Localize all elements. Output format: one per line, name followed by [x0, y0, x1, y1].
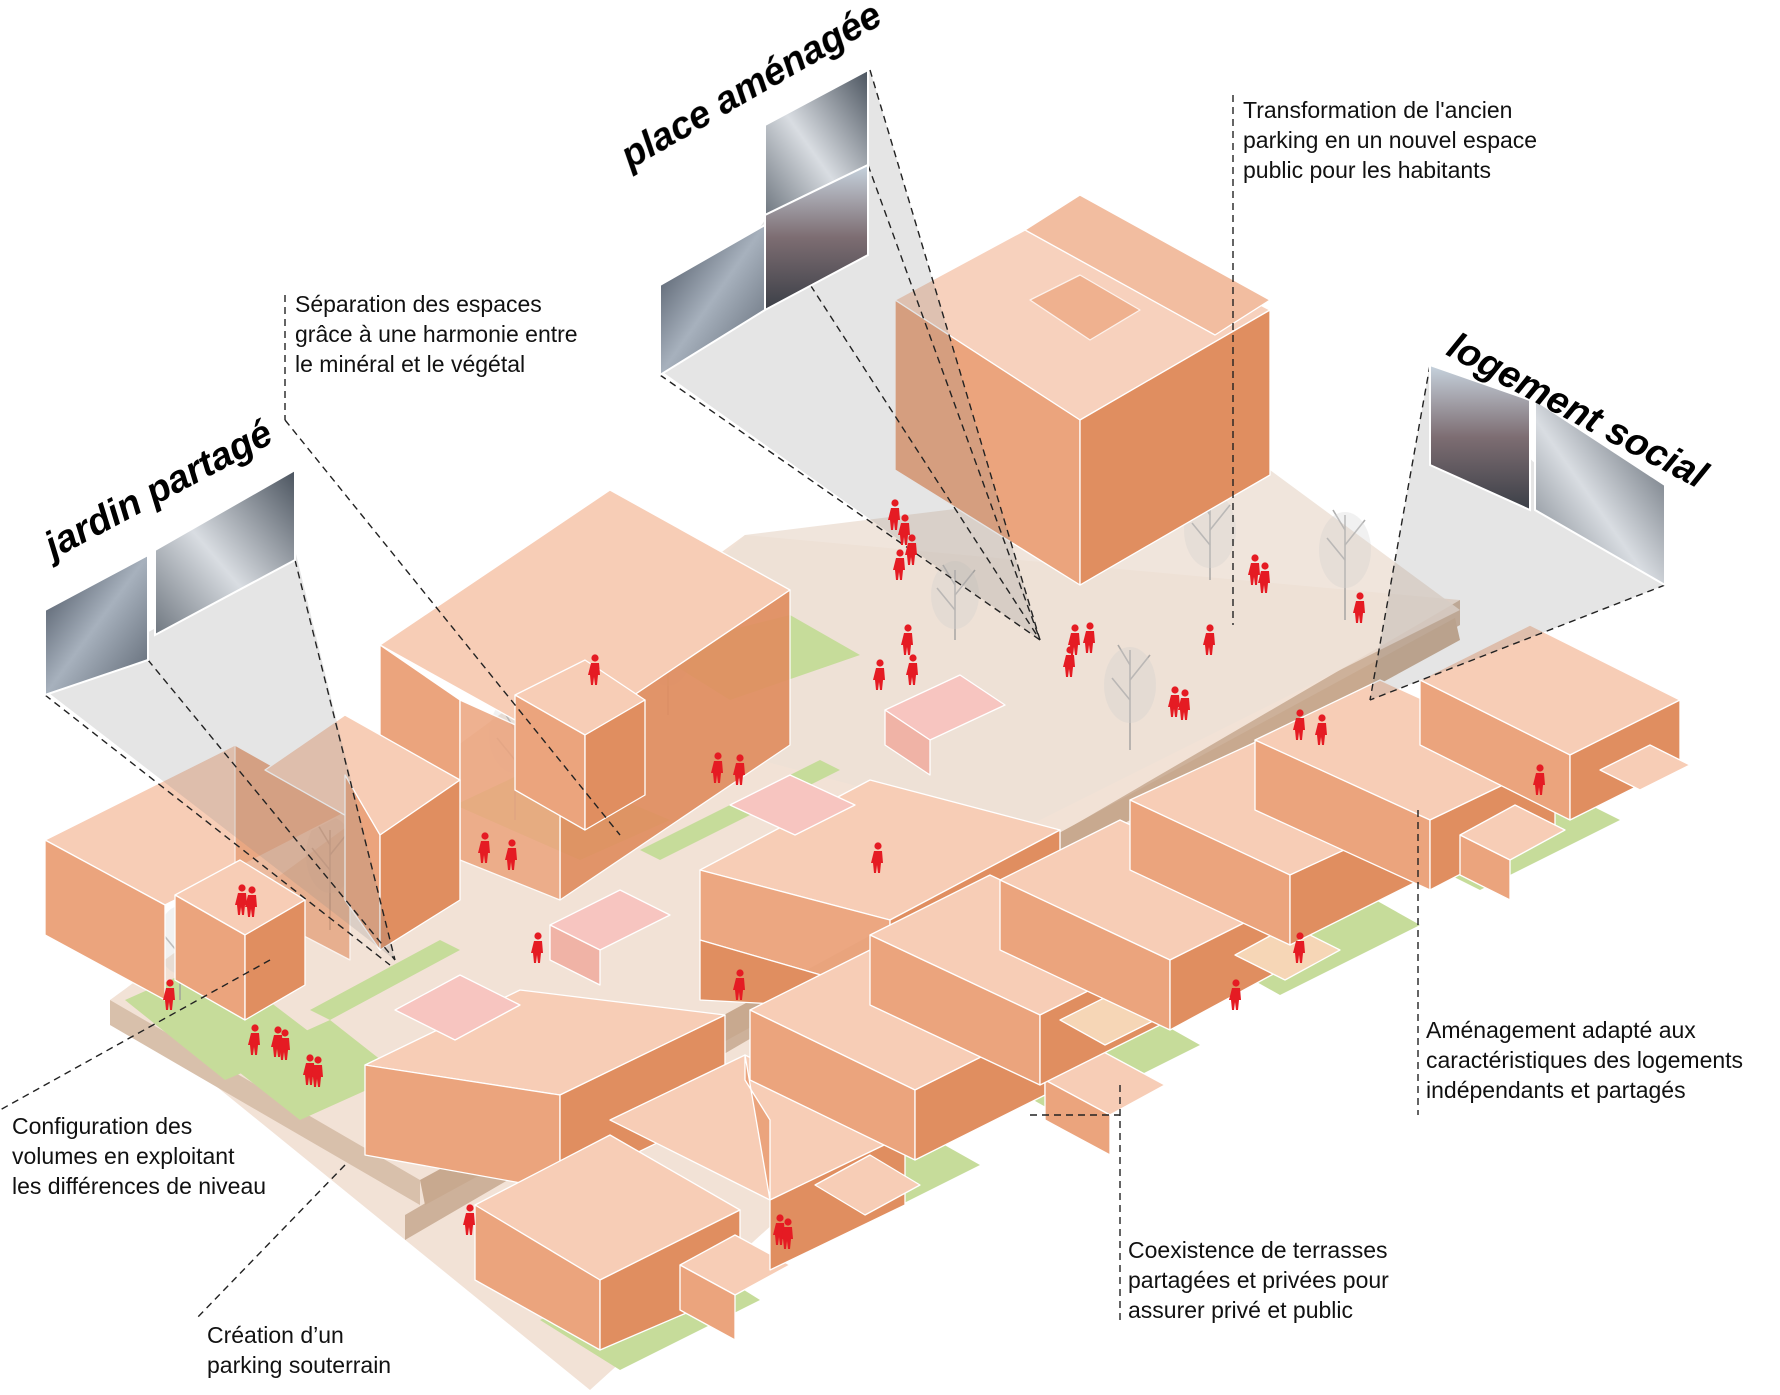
tower-building — [894, 194, 1271, 586]
person-silhouette — [1315, 714, 1327, 745]
photos — [44, 68, 1666, 697]
person-silhouette — [1178, 689, 1190, 720]
photo-jardin-1 — [44, 553, 149, 697]
person-silhouette — [1293, 932, 1305, 963]
person-silhouette — [1083, 622, 1095, 653]
cube-right — [584, 699, 646, 831]
person-silhouette — [588, 654, 600, 685]
person-silhouette — [1258, 562, 1270, 593]
buildings — [44, 194, 1691, 1351]
annotation-transformation: Transformation de l'ancien parking en un… — [1243, 97, 1538, 183]
block-left-cube — [174, 859, 306, 1021]
person-silhouette — [1203, 624, 1215, 655]
person-silhouette — [531, 932, 543, 963]
person-silhouette — [893, 549, 905, 580]
person-silhouette — [773, 1214, 785, 1245]
person-silhouette — [1353, 592, 1365, 623]
central-pink-left-1 — [884, 709, 931, 776]
tree — [931, 561, 979, 640]
person-silhouette — [1533, 764, 1545, 795]
annotation-creation: Création d’un parking souterrain — [207, 1322, 392, 1378]
block-right-row-7 — [1254, 679, 1566, 901]
central-pink-left-3 — [549, 924, 601, 986]
person-silhouette — [311, 1056, 323, 1087]
cone-place — [660, 70, 1040, 640]
person-silhouette — [901, 624, 913, 655]
person-silhouette — [1229, 979, 1241, 1010]
lower-left-pink — [394, 974, 521, 1041]
person-silhouette — [278, 1029, 290, 1060]
person-silhouette — [1168, 686, 1180, 717]
tree — [1319, 509, 1371, 620]
person-silhouette — [905, 534, 917, 565]
person-silhouette — [478, 832, 490, 863]
annotation-coexistence: Coexistence de terrasses partagées et pr… — [1128, 1237, 1389, 1323]
photo-logement-2 — [1534, 398, 1666, 587]
r1-step-left — [679, 1264, 736, 1341]
person-silhouette — [1293, 709, 1305, 740]
tower-top-back — [1024, 194, 1271, 336]
person-silhouette — [248, 1024, 260, 1055]
photo-logement-1 — [1429, 363, 1531, 512]
left-cube-right — [244, 899, 306, 1021]
annotation-separation: Séparation des espaces grâce à une harmo… — [295, 291, 578, 377]
central-pink-top-2 — [729, 774, 856, 836]
block-right-row-1 — [474, 1134, 791, 1351]
person-silhouette — [733, 754, 745, 785]
tower-right — [1079, 309, 1271, 586]
photo-jardin-2 — [154, 468, 296, 637]
r8-step — [1599, 744, 1691, 791]
r2-step — [814, 1154, 921, 1216]
block-far-left — [44, 714, 461, 1001]
person-silhouette — [711, 752, 723, 783]
tower-courtyard — [1029, 274, 1141, 341]
person-silhouette — [898, 514, 910, 545]
person-silhouette — [1063, 646, 1075, 677]
person-silhouette — [781, 1218, 793, 1249]
person-silhouette — [906, 654, 918, 685]
person-silhouette — [873, 659, 885, 690]
person-silhouette — [235, 884, 247, 915]
r3-step-left — [1044, 1079, 1111, 1156]
slab-front-left — [110, 1000, 420, 1205]
person-silhouette — [871, 842, 883, 873]
r7-step-left — [1459, 834, 1511, 901]
person-silhouette — [733, 969, 745, 1000]
person-silhouette — [163, 979, 175, 1010]
annotation-amenagement: Aménagement adapté aux caractéristiques … — [1426, 1017, 1744, 1103]
garden-strip-2 — [310, 940, 460, 1020]
projection-lines — [0, 69, 1666, 1321]
far-left-tall-right — [379, 779, 461, 951]
person-silhouette — [505, 839, 517, 870]
r2-left — [744, 1054, 771, 1201]
block-right-row-2 — [609, 1054, 921, 1271]
person-silhouette — [463, 1204, 475, 1235]
person-silhouette — [303, 1054, 315, 1085]
people — [163, 499, 1545, 1249]
person-silhouette — [1248, 554, 1260, 585]
person-silhouette — [245, 886, 257, 917]
block-courtyard-cube — [514, 659, 646, 831]
block-right-row-8 — [1419, 624, 1691, 821]
tree — [1104, 644, 1156, 750]
annotation-configuration: Configuration des volumes en exploitant … — [12, 1113, 267, 1199]
person-silhouette — [888, 499, 900, 530]
person-silhouette — [271, 1026, 283, 1057]
photo-place-3 — [764, 163, 869, 312]
